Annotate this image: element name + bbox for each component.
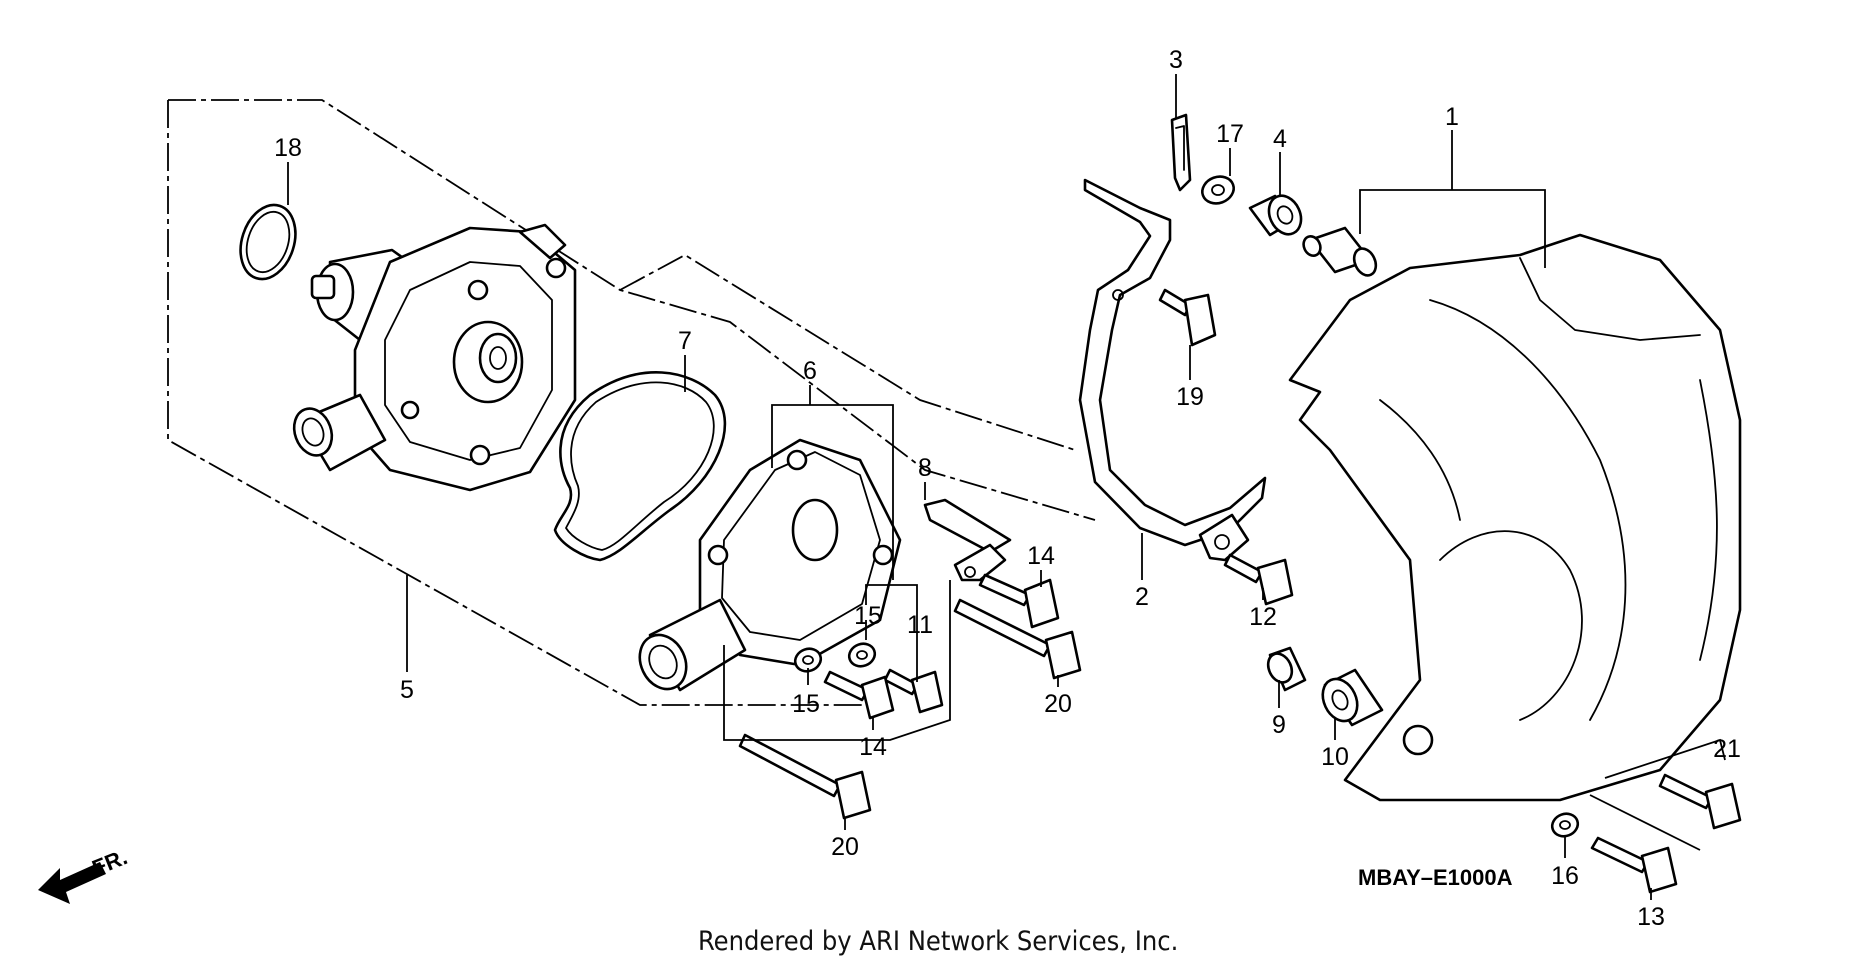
callout-21: 21 (1713, 735, 1741, 763)
side-cover-1 (1288, 233, 1742, 802)
callout-18: 18 (274, 134, 302, 162)
water-pump-assembly-5 (292, 223, 577, 492)
cable-guide-2 (1078, 178, 1267, 562)
callout-2: 2 (1135, 583, 1149, 611)
long-bolt-20-upper (953, 598, 1082, 680)
bolt-11 (883, 668, 944, 714)
callout-12: 12 (1249, 603, 1277, 631)
bolt-12 (1223, 553, 1294, 606)
callout-16: 16 (1551, 862, 1579, 890)
callout-3: 3 (1169, 46, 1183, 74)
bolt-14-upper (978, 573, 1060, 629)
front-indicator-label: FR. (89, 844, 131, 880)
callout-1: 1 (1445, 103, 1459, 131)
collar-bolt-part-1 (1302, 226, 1378, 277)
callout-7: 7 (678, 327, 692, 355)
washer-15-lower (793, 647, 823, 673)
callout-11: 11 (907, 611, 933, 639)
grommet-4 (1248, 194, 1303, 237)
bolt-13 (1590, 836, 1678, 894)
drawing-code: MBAY–E1000A (1358, 865, 1513, 890)
o-ring-18 (239, 203, 297, 281)
callout-8: 8 (918, 454, 932, 482)
callout-15-lower: 15 (792, 690, 820, 718)
callout-13: 13 (1637, 903, 1665, 931)
callout-20-upper: 20 (1044, 690, 1072, 718)
washer-16 (1550, 812, 1580, 838)
clamp-bracket-8 (923, 498, 1012, 582)
callout-10: 10 (1321, 743, 1349, 771)
collar-9 (1266, 646, 1307, 692)
callout-14-upper: 14 (1027, 542, 1055, 570)
washer-15-upper (847, 642, 877, 668)
bolt-19 (1158, 288, 1217, 347)
front-arrow-icon: FR. (38, 844, 131, 904)
callout-6: 6 (803, 357, 817, 385)
gasket-7 (553, 371, 727, 562)
pump-cover-6 (638, 438, 902, 692)
assembly-boundary-lines (167, 99, 1096, 706)
clip-3 (1170, 113, 1192, 192)
callout-20-lower: 20 (831, 833, 859, 861)
washer-17 (1201, 175, 1235, 205)
callout-4: 4 (1273, 125, 1287, 153)
bolt-14-lower (823, 670, 895, 720)
callout-5: 5 (400, 676, 414, 704)
long-bolt-20-lower (738, 733, 872, 820)
callout-9: 9 (1272, 711, 1286, 739)
callout-15-upper: 15 (854, 602, 882, 630)
callout-14-lower: 14 (859, 733, 887, 761)
grommet-10 (1321, 668, 1384, 727)
callout-17: 17 (1216, 120, 1244, 148)
credit-text: Rendered by ARI Network Services, Inc. (698, 926, 1178, 957)
callout-labels: 1 2 3 4 5 6 7 8 9 10 11 12 13 14 14 15 1… (274, 46, 1741, 931)
callout-19: 19 (1176, 383, 1204, 411)
bolt-21 (1658, 773, 1742, 830)
leader-lines (287, 74, 1726, 900)
